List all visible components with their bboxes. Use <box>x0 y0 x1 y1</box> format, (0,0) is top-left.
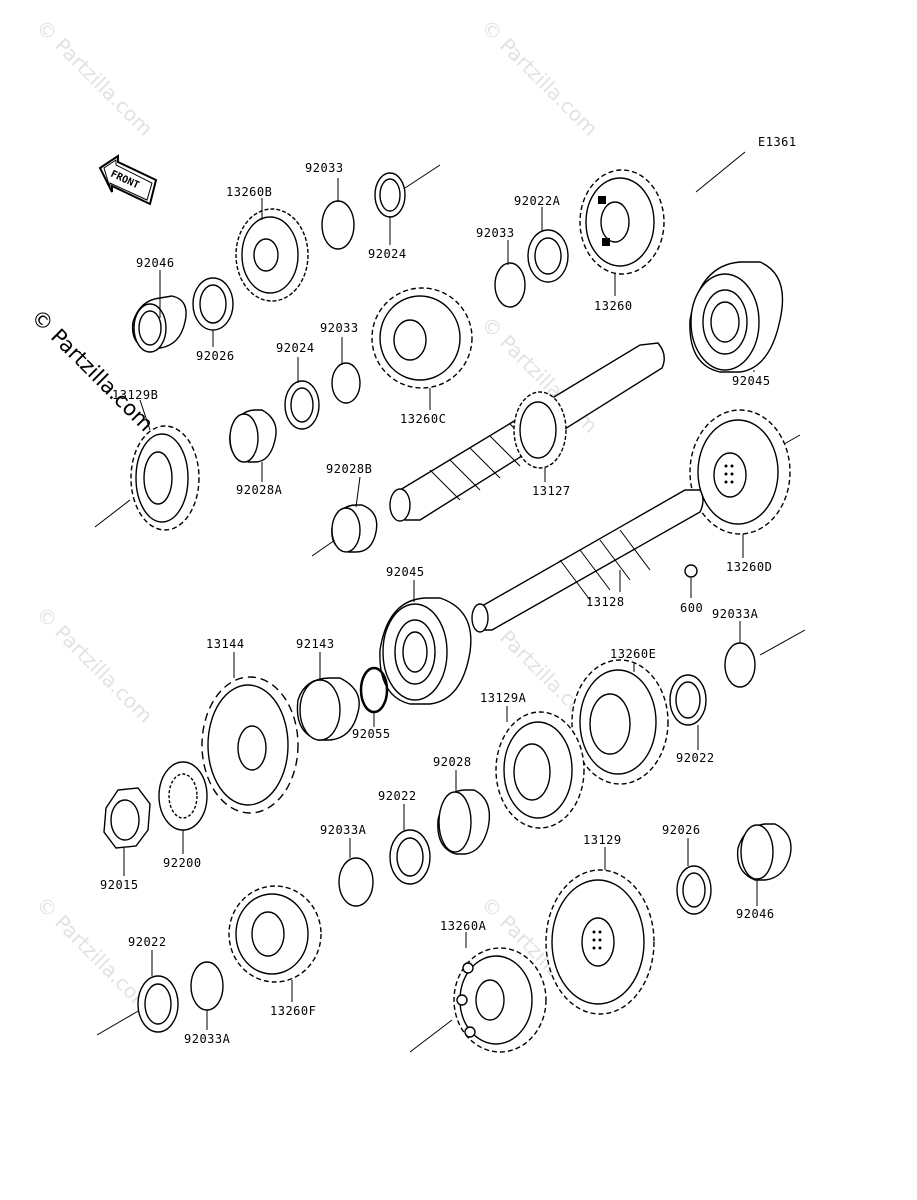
gear-13260F <box>228 885 322 983</box>
label-13128: 13128 <box>586 595 625 609</box>
gear-13260D <box>689 409 791 535</box>
label-92033A: 92033A <box>320 823 367 837</box>
label-92033A: 92033A <box>712 607 759 621</box>
circlip-92033-b <box>494 262 526 308</box>
watermark-text: © Partzilla.com <box>31 15 157 141</box>
bushing-92028 <box>437 789 491 855</box>
label-13144: 13144 <box>206 637 245 651</box>
circlip-92033-c <box>331 362 361 404</box>
circlip-92033A-c <box>190 961 224 1011</box>
label-92200: 92200 <box>163 856 202 870</box>
watermark-text: © Partzilla.com <box>31 602 157 728</box>
label-92022A: 92022A <box>514 194 561 208</box>
label-92045: 92045 <box>732 374 771 388</box>
label-600: 600 <box>680 601 703 615</box>
label-92055: 92055 <box>352 727 391 741</box>
label-92028B: 92028B <box>326 462 372 476</box>
circlip-92033A-a <box>724 642 756 688</box>
washer-92026-top <box>192 277 234 331</box>
label-13260E: 13260E <box>610 647 656 661</box>
label-92143: 92143 <box>296 637 335 651</box>
washer-92022A <box>527 229 569 283</box>
label-13260B: 13260B <box>226 185 272 199</box>
leader-lines <box>123 178 758 1030</box>
bearing-92045-top <box>689 261 784 373</box>
label-92045: 92045 <box>386 565 425 579</box>
label-92026: 92026 <box>662 823 701 837</box>
label-92022: 92022 <box>128 935 167 949</box>
bushing-92028B <box>331 504 378 553</box>
collar-92046-bot <box>736 823 792 881</box>
label-92015: 92015 <box>100 878 139 892</box>
label-92028A: 92028A <box>236 483 283 497</box>
label-13129: 13129 <box>583 833 622 847</box>
sprocket-13144 <box>201 676 299 814</box>
gear-13129 <box>545 869 655 1015</box>
label-13129A: 13129A <box>480 691 527 705</box>
label-13260: 13260 <box>594 299 633 313</box>
label-13127: 13127 <box>532 484 571 498</box>
label-92046: 92046 <box>136 256 175 270</box>
diagram-code: E1361 <box>758 135 797 149</box>
label-92046: 92046 <box>736 907 775 921</box>
label-92022: 92022 <box>378 789 417 803</box>
gear-13260C <box>371 287 473 389</box>
label-92024: 92024 <box>368 247 407 261</box>
washer-92024-a <box>374 172 406 218</box>
label-13129B: 13129B <box>112 388 158 402</box>
front-arrow-icon: FRONT <box>98 154 158 206</box>
washer-92026-bot <box>676 865 712 915</box>
label-92024: 92024 <box>276 341 315 355</box>
nut-92015 <box>103 787 151 849</box>
label-13260D: 13260D <box>726 560 772 574</box>
label-92028: 92028 <box>433 755 472 769</box>
bearing-92045-mid <box>379 597 472 705</box>
label-92033: 92033 <box>320 321 359 335</box>
watermark-text: © Partzilla.com <box>476 15 602 141</box>
label-13260F: 13260F <box>270 1004 316 1018</box>
washer-92022-b <box>389 829 431 885</box>
collar-92046-top <box>131 295 187 353</box>
shaft-13128 <box>471 489 704 633</box>
label-13260C: 13260C <box>400 412 446 426</box>
part-labels: 92046 92026 13260B 92033 92024 92022A 92… <box>100 161 775 1046</box>
ball-600 <box>684 564 698 578</box>
gear-13260E <box>571 659 669 785</box>
gear-13260B <box>235 208 309 302</box>
washer-92024-b <box>284 380 320 430</box>
circlip-92033-a <box>321 200 355 250</box>
lock-washer-92200 <box>158 761 208 831</box>
gear-13129A <box>495 711 585 829</box>
label-92033: 92033 <box>476 226 515 240</box>
circlip-92033A-b <box>338 857 374 907</box>
label-92033A: 92033A <box>184 1032 231 1046</box>
o-ring-92055 <box>359 666 389 714</box>
collar-92143 <box>296 677 360 741</box>
gear-13260A <box>453 947 547 1053</box>
label-92026: 92026 <box>196 349 235 363</box>
gear-13129B <box>130 425 200 531</box>
label-92022: 92022 <box>676 751 715 765</box>
washer-92022-a <box>669 674 707 726</box>
gear-13260 <box>579 169 665 275</box>
shaft-13127 <box>389 342 665 522</box>
label-13260A: 13260A <box>440 919 487 933</box>
bushing-92028A <box>229 409 277 463</box>
label-92033: 92033 <box>305 161 344 175</box>
washer-92022-c <box>137 975 179 1033</box>
